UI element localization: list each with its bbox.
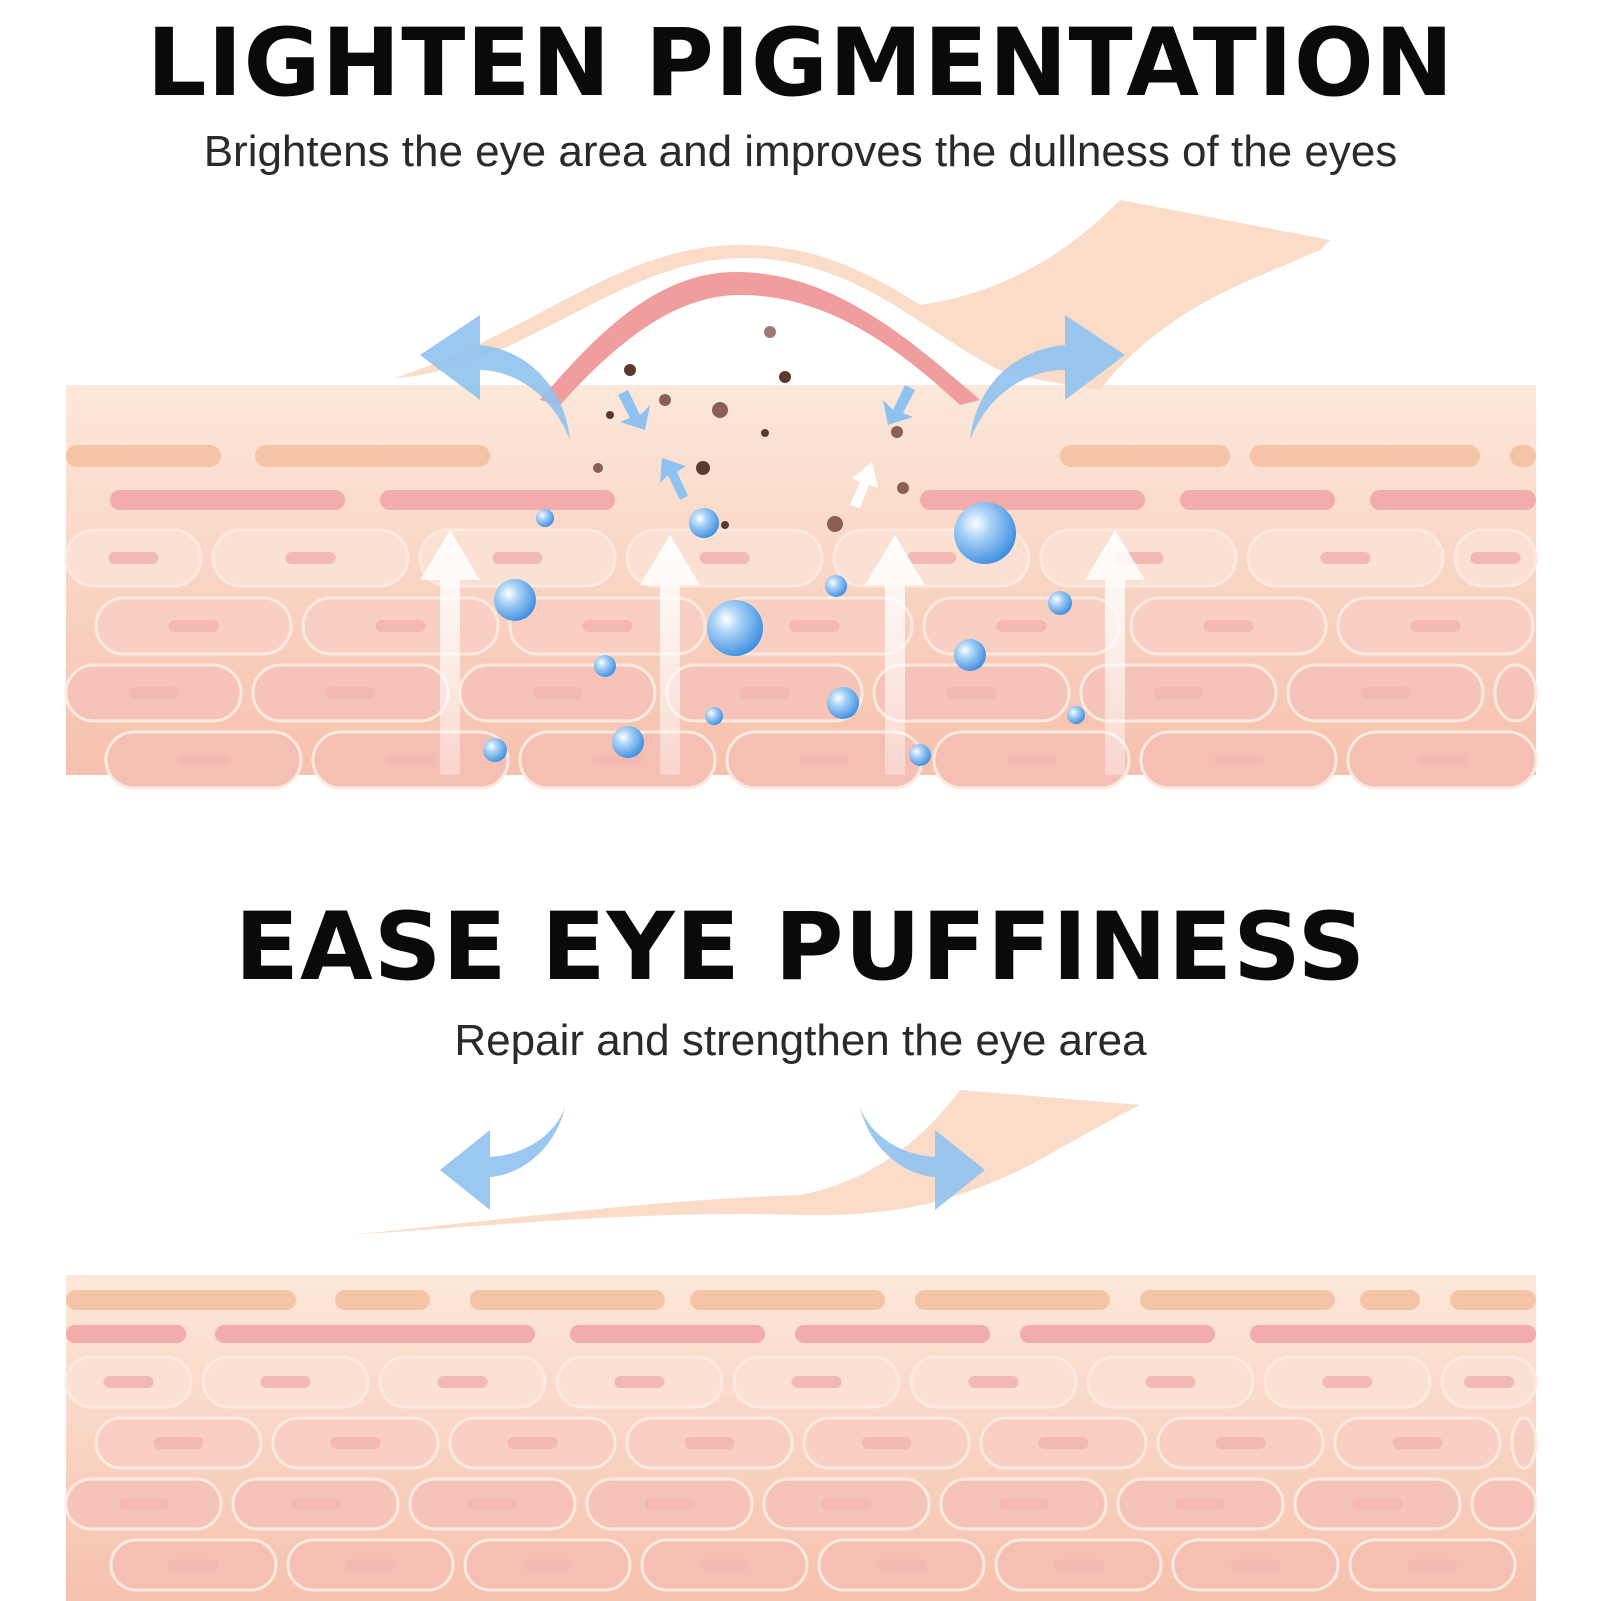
cell-nucleus (821, 1498, 872, 1510)
cell-nucleus (1213, 754, 1264, 766)
curved-arrow-icon (420, 315, 1125, 440)
cell-nucleus (1145, 1376, 1196, 1388)
skin-cell (1470, 1477, 1538, 1531)
skin-strands (66, 1290, 1536, 1310)
cell-nucleus (1230, 1559, 1281, 1571)
cell-nucleus (1175, 1498, 1226, 1510)
cell-nucleus (1407, 1559, 1458, 1571)
cell-nucleus (325, 687, 376, 699)
cell-nucleus (128, 687, 179, 699)
cell-nucleus (1053, 1559, 1104, 1571)
curved-arrow-icon (440, 1107, 985, 1210)
cell-nucleus (1392, 1437, 1443, 1449)
cell-nucleus (1352, 1498, 1403, 1510)
cell-nucleus (1410, 620, 1461, 632)
cell-nucleus (168, 620, 219, 632)
small-arrow-icon (618, 385, 915, 500)
cell-nucleus (330, 1437, 381, 1449)
cell-nucleus (1320, 552, 1371, 564)
cell-nucleus (1360, 687, 1411, 699)
eye-patch (395, 200, 1330, 390)
cell-nucleus (1322, 1376, 1373, 1388)
cell-nucleus (968, 1376, 1019, 1388)
cell-nucleus (791, 1376, 842, 1388)
cell-nucleus (290, 1498, 341, 1510)
cell-nucleus (644, 1498, 695, 1510)
cell-nucleus (1215, 1437, 1266, 1449)
cell-nucleus (385, 754, 436, 766)
cell-nucleus (1038, 1437, 1089, 1449)
skin-cells (64, 1355, 1538, 1592)
cell-nucleus (699, 552, 750, 564)
cell-nucleus (285, 552, 336, 564)
section-2-title: EASE EYE PUFFINESS (234, 893, 1367, 1002)
puffiness-skin-illustration (64, 1090, 1538, 1601)
cell-nucleus (375, 620, 426, 632)
cell-nucleus (861, 1437, 912, 1449)
cell-nucleus (739, 687, 790, 699)
cell-nucleus (467, 1498, 518, 1510)
cell-nucleus (437, 1376, 488, 1388)
cell-nucleus (614, 1376, 665, 1388)
cell-nucleus (492, 552, 543, 564)
cell-nucleus (1006, 754, 1057, 766)
cell-nucleus (532, 687, 583, 699)
cell-nucleus (103, 1376, 154, 1388)
section-1-subtitle: Brightens the eye area and improves the … (203, 127, 1398, 176)
cell-nucleus (876, 1559, 927, 1571)
cell-nucleus (799, 754, 850, 766)
water-bubble-icon (483, 502, 1085, 766)
section-1-title: LIGHTEN PIGMENTATION (146, 9, 1455, 118)
pigment-dots (593, 326, 909, 532)
up-arrow-icon (420, 530, 1145, 775)
skin-cell (1493, 663, 1538, 723)
pigmentation-skin-illustration (64, 200, 1538, 790)
cell-nucleus (108, 552, 159, 564)
cell-nucleus (906, 552, 957, 564)
cell-nucleus (118, 1498, 169, 1510)
cell-nucleus (996, 620, 1047, 632)
cell-nucleus (1203, 620, 1254, 632)
cell-nucleus (998, 1498, 1049, 1510)
cell-nucleus (260, 1376, 311, 1388)
cell-nucleus (789, 620, 840, 632)
cell-nucleus (168, 1559, 219, 1571)
patch-band (540, 271, 980, 405)
skin-strands (66, 445, 1536, 467)
section-2-subtitle: Repair and strengthen the eye area (454, 1016, 1147, 1065)
cell-nucleus (684, 1437, 735, 1449)
cell-nucleus (1153, 687, 1204, 699)
cell-nucleus (699, 1559, 750, 1571)
cell-nucleus (946, 687, 997, 699)
cell-nucleus (522, 1559, 573, 1571)
cell-nucleus (507, 1437, 558, 1449)
small-white-arrow-icon (850, 462, 878, 508)
cell-nucleus (153, 1437, 204, 1449)
skin-cell (1510, 1416, 1538, 1470)
cell-nucleus (582, 620, 633, 632)
cell-nucleus (1464, 1376, 1514, 1388)
cell-nucleus (178, 754, 229, 766)
cell-nucleus (345, 1559, 396, 1571)
cell-nucleus (1470, 552, 1521, 564)
cell-nucleus (1417, 754, 1467, 766)
